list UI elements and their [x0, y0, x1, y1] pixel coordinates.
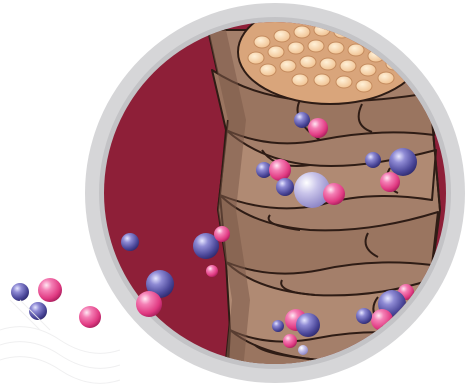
- decorative-pattern: [0, 300, 120, 383]
